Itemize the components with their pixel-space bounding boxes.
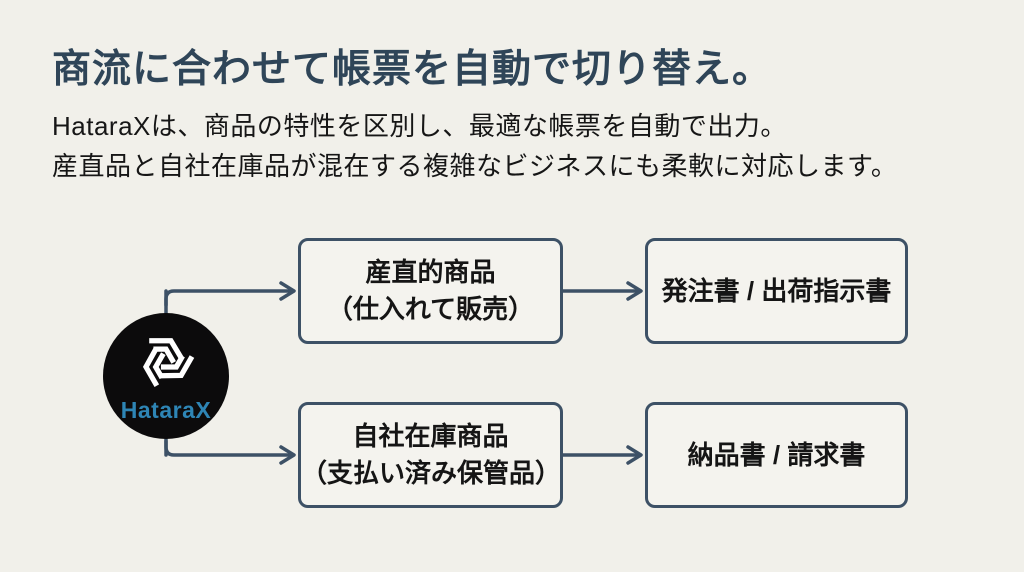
hatarax-logo: HataraX: [103, 313, 229, 439]
source-box-line-1: 自社在庫商品: [352, 421, 509, 451]
document-box-label: 発注書 / 出荷指示書: [661, 275, 892, 306]
logo-wordmark: HataraX: [120, 397, 212, 423]
page-title: 商流に合わせて帳票を自動で切り替え。: [52, 48, 773, 91]
document-box-delivery-invoice: 納品書 / 請求書: [645, 402, 908, 508]
arrowhead-bottom-branch-icon: [279, 445, 296, 465]
arrowhead-bottom-output-icon: [626, 445, 643, 465]
connector-top-branch: [164, 289, 294, 307]
source-box-line-2: （仕入れて販売）: [326, 294, 535, 324]
document-box-label: 納品書 / 請求書: [687, 439, 866, 470]
arrowhead-top-output-icon: [626, 281, 643, 301]
source-box-line-2: （支払い済み保管品）: [301, 458, 562, 488]
hexagon-knot-icon: [142, 338, 195, 388]
description-line-2: 産直品と自社在庫品が混在する複雑なビジネスにも柔軟に対応します。: [52, 151, 898, 181]
source-box-own-stock: 自社在庫商品 （支払い済み保管品）: [298, 402, 563, 508]
description-line-1: HataraXは、商品の特性を区別し、最適な帳票を自動で出力。: [52, 111, 787, 141]
document-box-purchase-order: 発注書 / 出荷指示書: [645, 238, 908, 344]
connector-bottom-branch: [164, 439, 294, 457]
slide-description: HataraXは、商品の特性を区別し、最適な帳票を自動で出力。 産直品と自社在庫…: [52, 106, 897, 186]
arrowhead-top-branch-icon: [279, 281, 296, 301]
source-box-direct-products: 産直的商品 （仕入れて販売）: [298, 238, 563, 344]
source-box-line-1: 産直的商品: [365, 257, 496, 287]
